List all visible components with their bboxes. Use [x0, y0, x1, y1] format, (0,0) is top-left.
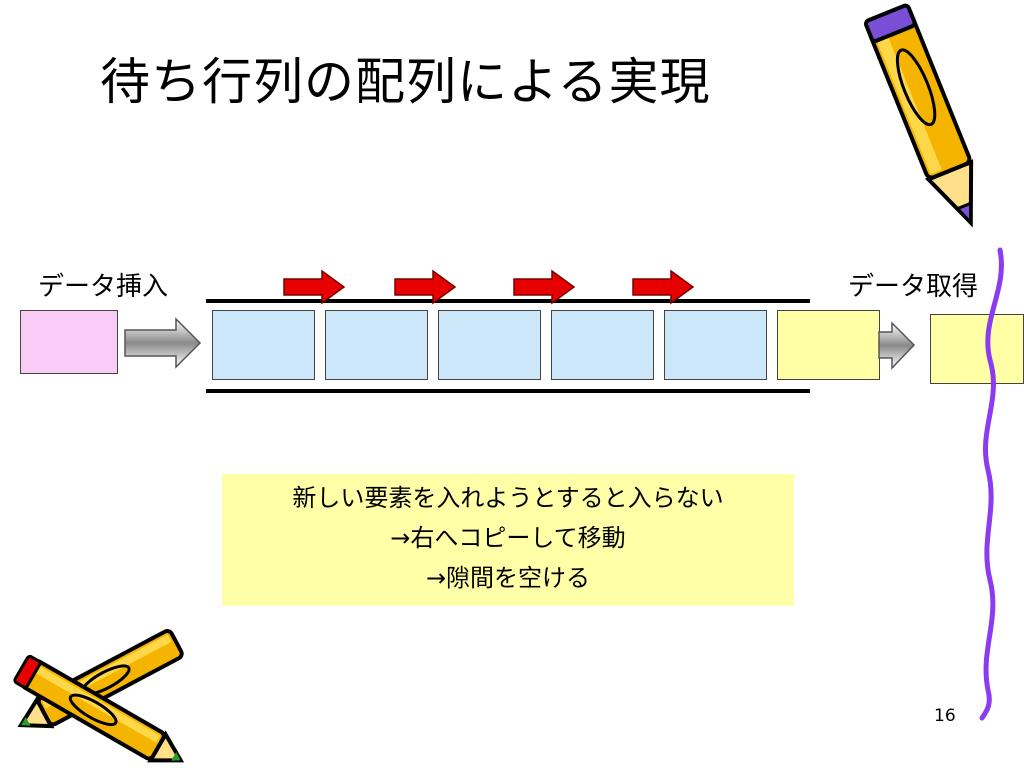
queue-cell — [664, 310, 767, 380]
note-line: →隙間を空ける — [425, 564, 591, 592]
shift-right-arrow — [632, 269, 695, 305]
page-number: 16 — [934, 706, 956, 726]
queue-top-rail — [206, 299, 810, 303]
queue-bottom-rail — [206, 389, 810, 393]
remove-flow-arrow — [878, 321, 916, 370]
pencil-clipart-icon — [864, 3, 974, 228]
shift-right-arrow — [513, 269, 576, 305]
insert-flow-arrow — [124, 317, 202, 369]
note-line: 新しい要素を入れようとすると入らない — [292, 484, 724, 512]
incoming-item — [20, 310, 118, 374]
note-line: →右へコピーして移動 — [390, 524, 626, 552]
queue-cell — [212, 310, 315, 380]
wavy-line-decoration — [979, 247, 1004, 721]
queue-front-item — [777, 310, 880, 380]
queue-cell — [551, 310, 654, 380]
queue-cell — [438, 310, 541, 380]
queue-cell — [325, 310, 428, 380]
pencils-clipart-icon — [13, 629, 185, 763]
removed-item — [930, 314, 1024, 384]
remove-label: データ取得 — [848, 272, 979, 302]
slide-title: 待ち行列の配列による実現 — [100, 53, 711, 111]
insert-label: データ挿入 — [38, 272, 169, 302]
explanation-note: 新しい要素を入れようとすると入らない →右へコピーして移動 →隙間を空ける — [222, 474, 794, 606]
shift-right-arrow — [283, 269, 346, 305]
shift-right-arrow — [394, 269, 457, 305]
